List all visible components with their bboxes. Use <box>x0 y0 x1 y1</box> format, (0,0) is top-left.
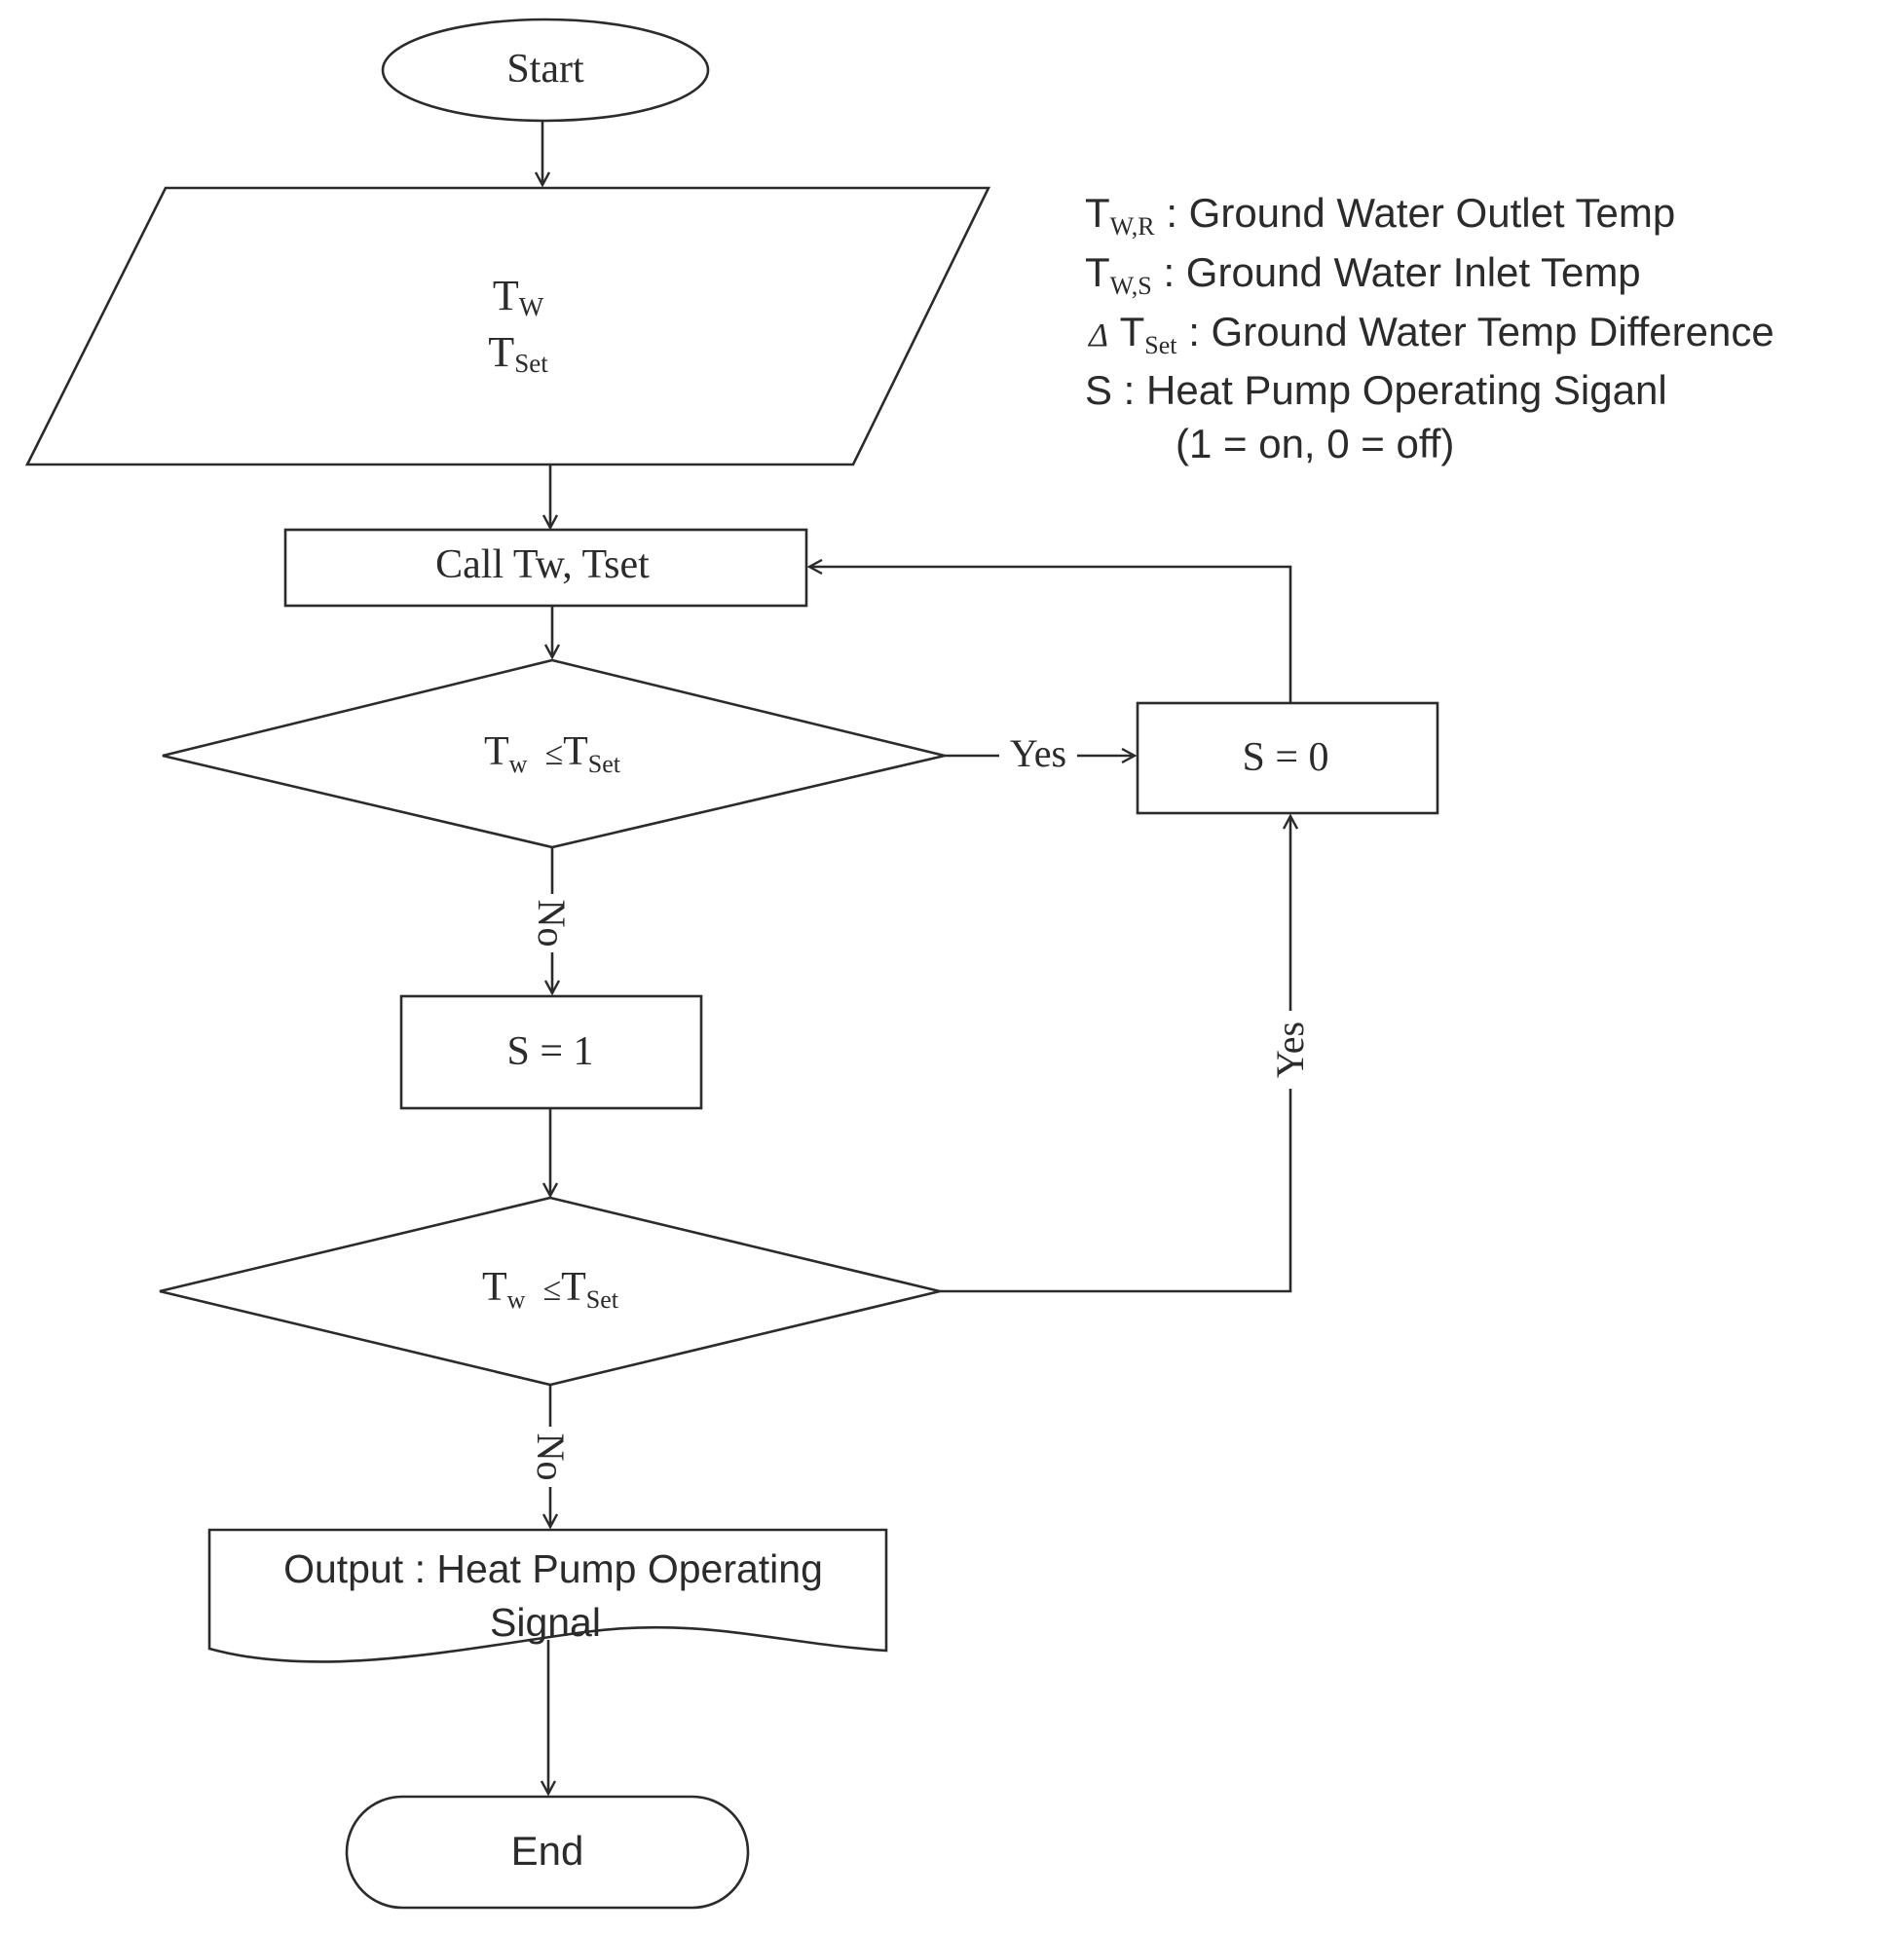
no1-label: No <box>530 900 574 948</box>
legend-ts: TW,S : Ground Water Inlet Temp <box>1085 249 1641 300</box>
input-parallelogram <box>24 186 991 466</box>
legend-tr: TW,R : Ground Water Outlet Temp <box>1085 190 1675 241</box>
call-label: Call Tw, Tset <box>435 542 650 587</box>
yes-vertical-label: Yes <box>1268 1022 1312 1078</box>
legend-s: S : Heat Pump Operating Siganl <box>1085 367 1667 413</box>
start-terminator <box>381 18 710 123</box>
output-document-shape <box>207 1528 888 1663</box>
no2-label: No <box>529 1433 573 1481</box>
arrow-yes2-segment-a <box>940 1089 1292 1293</box>
s0-process-box <box>1136 701 1439 815</box>
start-label: Start <box>506 47 584 92</box>
s1-process-box <box>399 994 703 1110</box>
decision1-condition: Tw≤TSet <box>484 729 621 778</box>
s1-label: S = 1 <box>506 1029 593 1074</box>
legend-s-note: (1 = on, 0 = off) <box>1176 421 1454 466</box>
legend: TW,R : Ground Water Outlet Temp TW,S : G… <box>1085 190 1774 466</box>
decision2-condition: Tw≤TSet <box>482 1265 619 1314</box>
end-terminator <box>345 1795 750 1910</box>
output-line1: Output : Heat Pump Operating <box>283 1546 823 1591</box>
input-tset: TSet <box>488 328 548 378</box>
output-line2: Signal <box>490 1600 601 1645</box>
end-label: End <box>511 1828 584 1874</box>
yes-right-label: Yes <box>1010 731 1066 775</box>
input-tw: TW <box>493 272 544 321</box>
arrow-s0-loop-to-call <box>809 567 1292 703</box>
s0-label: S = 0 <box>1242 735 1328 780</box>
legend-dt: Δ TSet : Ground Water Temp Difference <box>1087 309 1774 359</box>
call-process-box <box>283 528 808 608</box>
